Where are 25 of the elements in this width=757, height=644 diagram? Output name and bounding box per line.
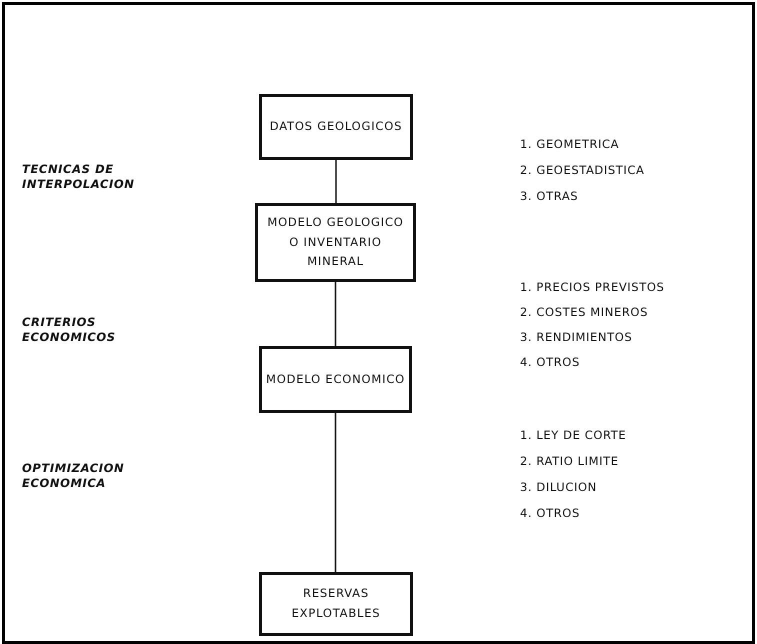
step-label: OPTIMIZACION ECONOMICA [22, 461, 126, 491]
list-item: 2. RATIO LIMITE [520, 454, 619, 468]
box-label: MODELO ECONOMICO [266, 370, 405, 388]
process-box [255, 203, 416, 282]
list-item: 2. COSTES MINEROS [520, 305, 648, 319]
process-box [259, 94, 413, 160]
box-label: DATOS GEOLOGICOS [270, 118, 402, 136]
process-box [259, 572, 413, 636]
connector-line [334, 413, 336, 572]
list-item: 3. RENDIMIENTOS [520, 330, 632, 344]
connector-line [334, 282, 336, 346]
list-item: 2. GEOESTADISTICA [520, 163, 644, 177]
list-item: 3. OTRAS [520, 189, 578, 203]
step-label: TECNICAS DE INTERPOLACION [22, 162, 136, 192]
list-item: 1. GEOMETRICA [520, 137, 620, 151]
list-item: 4. OTROS [520, 506, 580, 520]
list-item: 3. DILUCION [520, 480, 597, 494]
box-label: MODELO GEOLOGICO O INVENTARIO MINERAL [266, 214, 405, 270]
list-item: 1. LEY DE CORTE [520, 428, 626, 442]
connector-line [335, 160, 337, 203]
process-box [259, 346, 412, 413]
step-label: CRITERIOS ECONOMICOS [22, 315, 117, 345]
list-item: 4. OTROS [520, 355, 580, 369]
list-item: 1. PRECIOS PREVISTOS [520, 280, 664, 294]
box-label: RESERVAS EXPLOTABLES [290, 585, 382, 622]
